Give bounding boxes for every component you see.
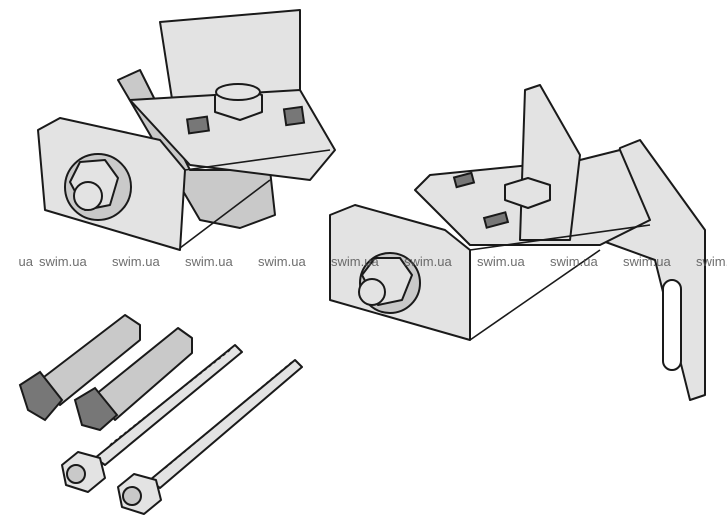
screw-2 <box>117 359 303 515</box>
screw-1 <box>61 344 243 493</box>
watermark-text: swim.ua <box>185 254 233 269</box>
watermark-text: swim.ua <box>331 254 379 269</box>
watermark-text: swim.ua <box>477 254 525 269</box>
watermark-text: swim. <box>696 254 727 269</box>
watermark-text: swim.ua <box>550 254 598 269</box>
watermark-text: swim.ua <box>112 254 160 269</box>
watermark-text: swim.ua <box>258 254 306 269</box>
watermark-text: swim.ua <box>623 254 671 269</box>
watermark-text: swim.ua <box>404 254 452 269</box>
watermark-text: swim.ua <box>39 254 87 269</box>
bracket-right <box>329 84 706 401</box>
wall-plug-2 <box>73 327 193 432</box>
watermark-text: ua <box>18 254 33 269</box>
watermark-band: ua swim.ua swim.ua swim.ua swim.ua swim.… <box>0 254 727 274</box>
bracket-left <box>37 9 336 251</box>
wall-plug-1 <box>18 314 141 422</box>
